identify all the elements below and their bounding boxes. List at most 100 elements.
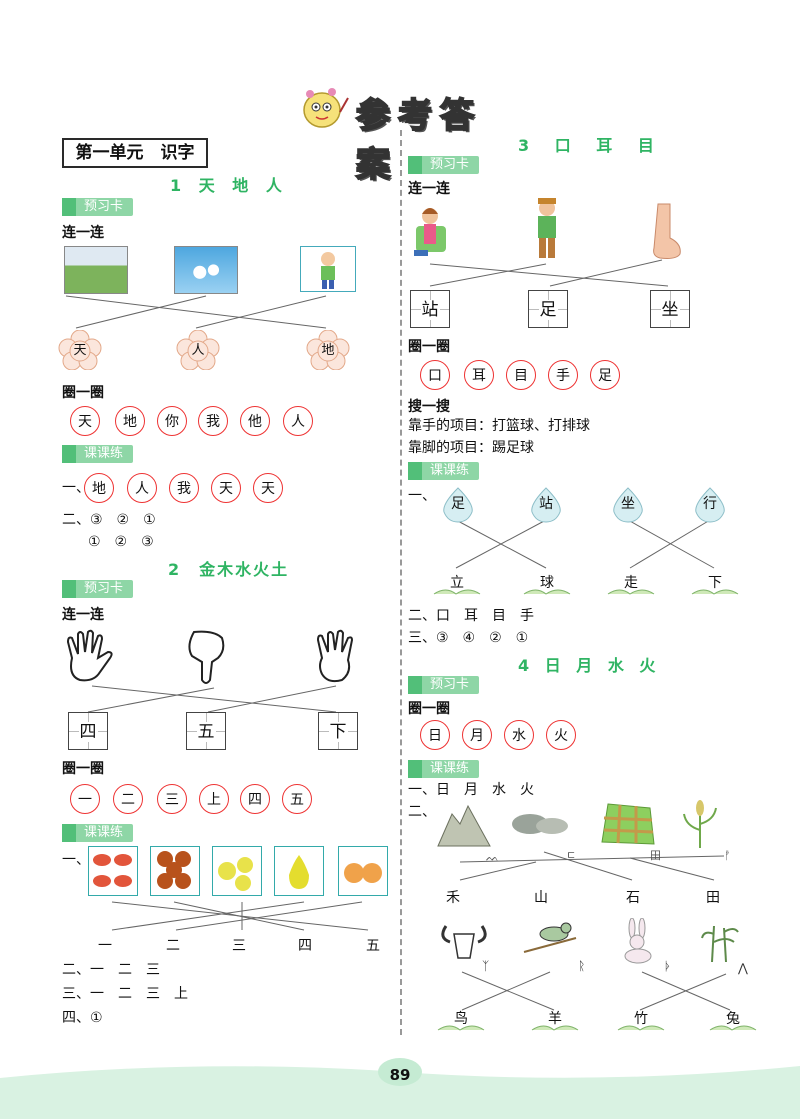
circled-char: 他	[240, 406, 270, 436]
ancient-glyph: ᨓ	[486, 851, 500, 864]
circled-char: 耳	[464, 360, 494, 390]
open-hand-icon	[66, 629, 113, 682]
number-label: 二	[166, 938, 180, 954]
search-label: 搜一搜	[408, 399, 450, 415]
connect-label: 连一连	[62, 607, 104, 623]
circled-char: 二	[113, 784, 143, 814]
leaf-label: 兔	[726, 1011, 740, 1027]
practice-tag: 课课练	[408, 462, 480, 480]
balls-image	[150, 846, 200, 896]
field-icon	[601, 803, 655, 845]
search-answer: 靠脚的项目：踢足球	[408, 440, 534, 456]
sitting-girl-icon	[414, 208, 446, 256]
unit-title: 第一单元 识字	[62, 138, 208, 168]
pear-image	[274, 846, 324, 896]
number-label: 三	[232, 938, 246, 954]
drop-label: 站	[539, 496, 553, 512]
ancient-glyph: ⋀	[738, 961, 748, 975]
page-header: 参考答案	[300, 82, 520, 186]
sky-image	[174, 246, 238, 294]
column-divider	[400, 130, 402, 1035]
leaf-label: 竹	[634, 1011, 648, 1027]
exercise-prefix: 一、	[62, 852, 90, 868]
char-box: 下	[318, 712, 358, 750]
circled-char: 足	[590, 360, 620, 390]
bird-icon	[523, 922, 577, 953]
ancient-glyph: 田	[650, 849, 661, 862]
circled-char: 人	[127, 473, 157, 503]
circled-char: 天	[70, 406, 100, 436]
bamboo-icon	[701, 925, 739, 963]
leaf-label: 鸟	[454, 1011, 468, 1027]
search-answer: 靠手的项目：打篮球、打排球	[408, 418, 590, 434]
circled-char: 五	[282, 784, 312, 814]
circled-char: 火	[546, 720, 576, 750]
mascot-icon	[303, 88, 349, 128]
flower-label: 人	[191, 343, 205, 358]
exercise-prefix: 一、	[408, 488, 436, 504]
lesson-3-title: 3 口 耳 目	[518, 136, 664, 155]
circled-char: 天	[253, 473, 283, 503]
ancient-glyph: ᚧ	[664, 959, 672, 973]
circled-char: 月	[462, 720, 492, 750]
number-label: 五	[366, 938, 380, 954]
char-box: 站	[410, 290, 450, 328]
leaf-label: 下	[708, 575, 722, 591]
ancient-glyph: ㄷ	[566, 849, 577, 862]
exercise-answer: 一、日 月 水 火	[408, 782, 534, 798]
exercise-answer: 三、③ ④ ② ①	[408, 630, 529, 646]
mountain-icon	[437, 804, 491, 847]
fish-image	[88, 846, 138, 896]
cats-image	[338, 846, 388, 896]
char-box: 坐	[650, 290, 690, 328]
leaf-item: 走	[606, 576, 656, 598]
flower-label: 天	[73, 343, 87, 358]
grain-icon	[683, 800, 717, 848]
circled-char: 水	[504, 720, 534, 750]
leaf-label: 羊	[548, 1011, 562, 1027]
circled-char: 手	[548, 360, 578, 390]
standing-boy-icon	[538, 198, 556, 258]
connect-label: 连一连	[62, 225, 104, 241]
circle-label: 圈一圈	[62, 385, 104, 401]
flower-item: 人	[176, 330, 220, 370]
circled-char: 地	[84, 473, 114, 503]
circled-char: 我	[169, 473, 199, 503]
char-label: 山	[534, 890, 548, 906]
ancient-glyph: ᚡ	[724, 849, 731, 862]
leaf-item: 下	[690, 576, 740, 598]
circle-label: 圈一圈	[62, 761, 104, 777]
leaf-item: 立	[432, 576, 482, 598]
leaf-item: 球	[522, 576, 572, 598]
preview-tag: 预习卡	[62, 580, 134, 598]
preview-tag: 预习卡	[408, 156, 480, 174]
circled-char: 三	[157, 784, 187, 814]
exercise-answer: 二、一 二 三	[62, 962, 160, 978]
chicks-image	[212, 846, 262, 896]
drop-item: 行	[692, 486, 728, 524]
char-label: 田	[706, 890, 720, 906]
exercise-answer: 三、一 二 三 上	[62, 986, 188, 1002]
drop-item: 坐	[610, 486, 646, 524]
leaf-label: 立	[450, 575, 464, 591]
leaf-item: 兔	[708, 1012, 758, 1034]
leaf-item: 鸟	[436, 1012, 486, 1034]
four-fingers-icon	[316, 629, 354, 683]
circled-char: 口	[420, 360, 450, 390]
lesson-2-title: 2 金木水火土	[168, 560, 290, 579]
char-box: 足	[528, 290, 568, 328]
leaf-label: 走	[624, 575, 638, 591]
exercise-answer: ① ② ③	[88, 534, 154, 550]
ancient-glyph: ᚱ	[578, 959, 586, 973]
char-label: 禾	[446, 890, 460, 906]
char-box: 五	[186, 712, 226, 750]
flower-item: 地	[306, 330, 350, 370]
thumb-down-icon	[188, 630, 225, 684]
exercise-prefix: 一、	[62, 480, 90, 496]
drop-item: 足	[440, 486, 476, 524]
circle-label: 圈一圈	[408, 339, 450, 355]
drop-label: 足	[451, 496, 465, 512]
goat-icon	[441, 925, 487, 959]
drop-label: 行	[703, 496, 717, 512]
